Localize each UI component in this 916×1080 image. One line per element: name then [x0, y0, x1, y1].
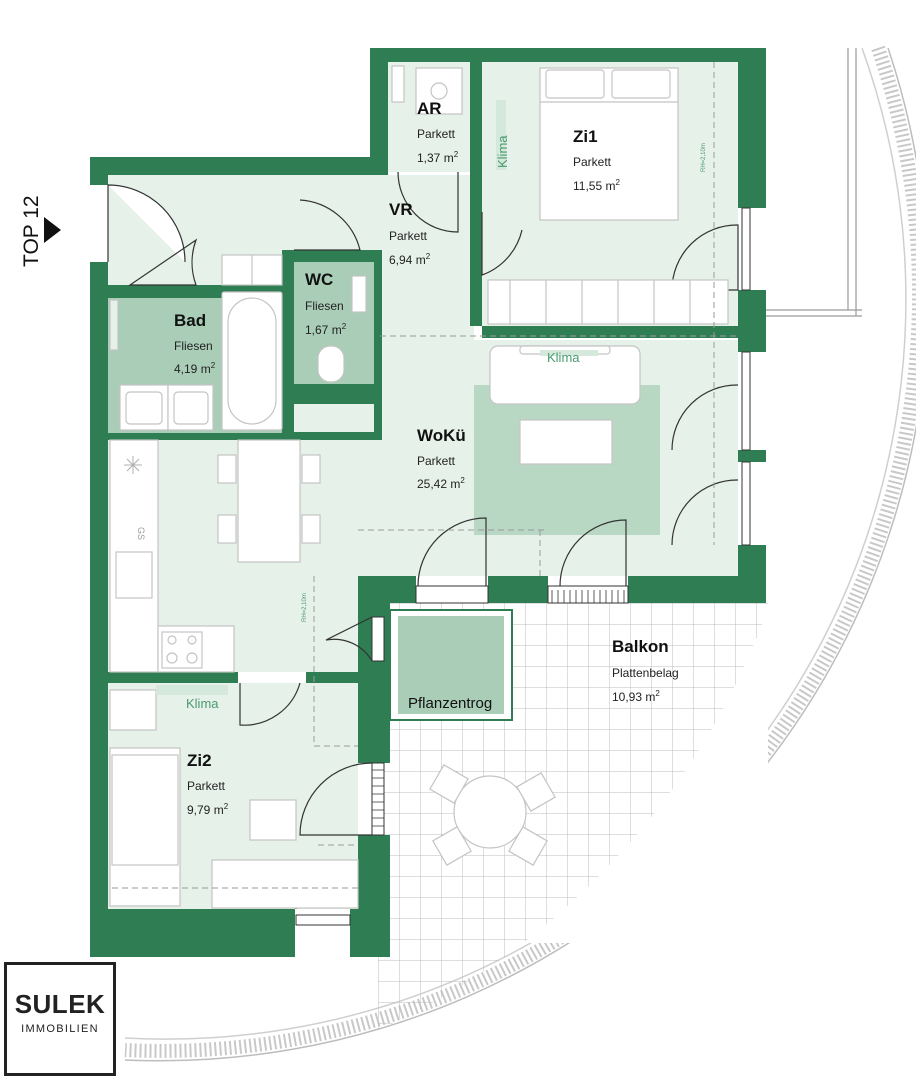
- woku-door-2: [671, 384, 739, 451]
- room-name-zi1: Zi1: [573, 127, 598, 146]
- room-floor-vr: Parkett: [389, 229, 428, 243]
- room-name-zi2: Zi2: [187, 751, 212, 770]
- room-label-bad: Bad Fliesen 4,19 m2: [174, 311, 216, 376]
- wc-bowl: [317, 345, 345, 383]
- walls: [90, 48, 766, 957]
- room-area-sup-woku: 2: [460, 476, 465, 485]
- room-name-wc: WC: [305, 270, 333, 289]
- svg-text:9,79 m2: 9,79 m2: [187, 802, 229, 817]
- svg-text:6,94 m2: 6,94 m2: [389, 252, 431, 267]
- room-floor-ar: Parkett: [417, 127, 456, 141]
- room-area-zi1: 11,55 m: [573, 179, 615, 193]
- klima-label-zi2: Klima: [186, 696, 219, 711]
- klima-label-zi1: Klima: [495, 135, 510, 168]
- room-floor-zi2: Parkett: [187, 779, 226, 793]
- room-label-ar: AR Parkett 1,37 m2: [417, 99, 459, 165]
- room-name-bad: Bad: [174, 311, 206, 330]
- planter-soil: [398, 616, 504, 714]
- room-area-sup-vr: 2: [426, 252, 431, 261]
- gas-label: GS: [136, 527, 146, 540]
- windows: [92, 185, 751, 926]
- vr-ar-door: [397, 171, 459, 233]
- room-name-balkon: Balkon: [612, 637, 669, 656]
- room-area-vr: 6,94 m: [389, 253, 426, 267]
- svg-text:10,93 m2: 10,93 m2: [612, 689, 660, 704]
- room-area-balkon: 10,93 m: [612, 690, 655, 704]
- room-area-zi2: 9,79 m: [187, 803, 224, 817]
- window-hatch: [372, 590, 625, 827]
- room-floor-zi1: Parkett: [573, 155, 612, 169]
- room-area-sup-zi1: 2: [615, 178, 620, 187]
- annotations: Klima Klima Klima Pflanzentrog RH=2,10m …: [124, 135, 707, 712]
- balkon-door-3: [325, 616, 373, 662]
- room-floor-balkon: Plattenbelag: [612, 666, 679, 680]
- room-label-woku: WoKü Parkett 25,42 m2: [417, 426, 466, 491]
- room-floor-bad: Fliesen: [174, 339, 213, 353]
- room-name-ar: AR: [417, 99, 442, 118]
- balkon-table: [453, 775, 527, 849]
- logo-main-text: SULEK: [14, 989, 106, 1019]
- room-area-bad: 4,19 m: [174, 362, 211, 376]
- balkon-door-1: [417, 517, 487, 587]
- room-area-wc: 1,67 m: [305, 323, 342, 337]
- room-label-wc: WC Fliesen 1,67 m2: [305, 270, 347, 337]
- room-labels: AR Parkett 1,37 m2 Zi1 Parkett 11,55 m2 …: [174, 99, 679, 817]
- unit-label: TOP 12: [20, 195, 43, 267]
- woku-door-1: [671, 224, 739, 291]
- svg-text:11,55 m2: 11,55 m2: [573, 178, 620, 193]
- room-area-sup-bad: 2: [211, 361, 216, 370]
- company-logo: SULEK IMMOBILIEN: [4, 962, 116, 1076]
- room-area-sup-balkon: 2: [655, 689, 660, 698]
- zi2-door: [239, 682, 301, 726]
- room-label-balkon: Balkon Plattenbelag 10,93 m2: [612, 637, 679, 704]
- klima-label-woku: Klima: [547, 350, 580, 365]
- room-area-sup-zi2: 2: [224, 802, 229, 811]
- dashed-lines: [112, 62, 738, 889]
- room-name-vr: VR: [389, 200, 413, 219]
- room-floor-woku: Parkett: [417, 454, 456, 468]
- room-area-sup-wc: 2: [342, 322, 347, 331]
- sparkle-icon: [124, 456, 142, 474]
- entry-arrow-icon: [44, 217, 61, 243]
- svg-text:1,67 m2: 1,67 m2: [305, 322, 347, 337]
- room-label-zi1: Zi1 Parkett 11,55 m2: [573, 127, 620, 193]
- room-height-zi1: RH=2,10m: [701, 143, 707, 172]
- pflanzentrog-label: Pflanzentrog: [408, 695, 492, 712]
- svg-text:4,19 m2: 4,19 m2: [174, 361, 216, 376]
- room-label-vr: VR Parkett 6,94 m2: [389, 200, 431, 267]
- bad-door: [128, 238, 198, 286]
- room-area-ar: 1,37 m: [417, 151, 454, 165]
- svg-text:25,42 m2: 25,42 m2: [417, 476, 465, 491]
- zi2-desk: [249, 799, 297, 841]
- floor-vr-lower: [380, 285, 474, 340]
- room-area-sup-ar: 2: [454, 150, 459, 159]
- entry-door: [107, 184, 186, 263]
- balkon-door-2: [559, 519, 627, 587]
- furniture: [109, 65, 729, 909]
- room-floor-wc: Fliesen: [305, 299, 344, 313]
- woku-door-3: [671, 479, 739, 546]
- svg-text:1,37 m2: 1,37 m2: [417, 150, 459, 165]
- entry-marker: TOP 12: [20, 195, 61, 267]
- room-label-zi2: Zi2 Parkett 9,79 m2: [187, 751, 229, 817]
- zi1-wardrobe: [487, 279, 729, 325]
- room-height-woku: RH=2,10m: [302, 593, 308, 622]
- zi2-balkon-door: [299, 762, 373, 836]
- room-area-woku: 25,42 m: [417, 477, 460, 491]
- logo-sub-text: IMMOBILIEN: [21, 1023, 99, 1035]
- dining-table: [237, 439, 301, 563]
- wc-door: [294, 199, 361, 251]
- coffee-table: [519, 419, 613, 465]
- terrace-railing: [765, 48, 862, 317]
- room-name-woku: WoKü: [417, 426, 466, 445]
- zi1-door: [481, 212, 523, 276]
